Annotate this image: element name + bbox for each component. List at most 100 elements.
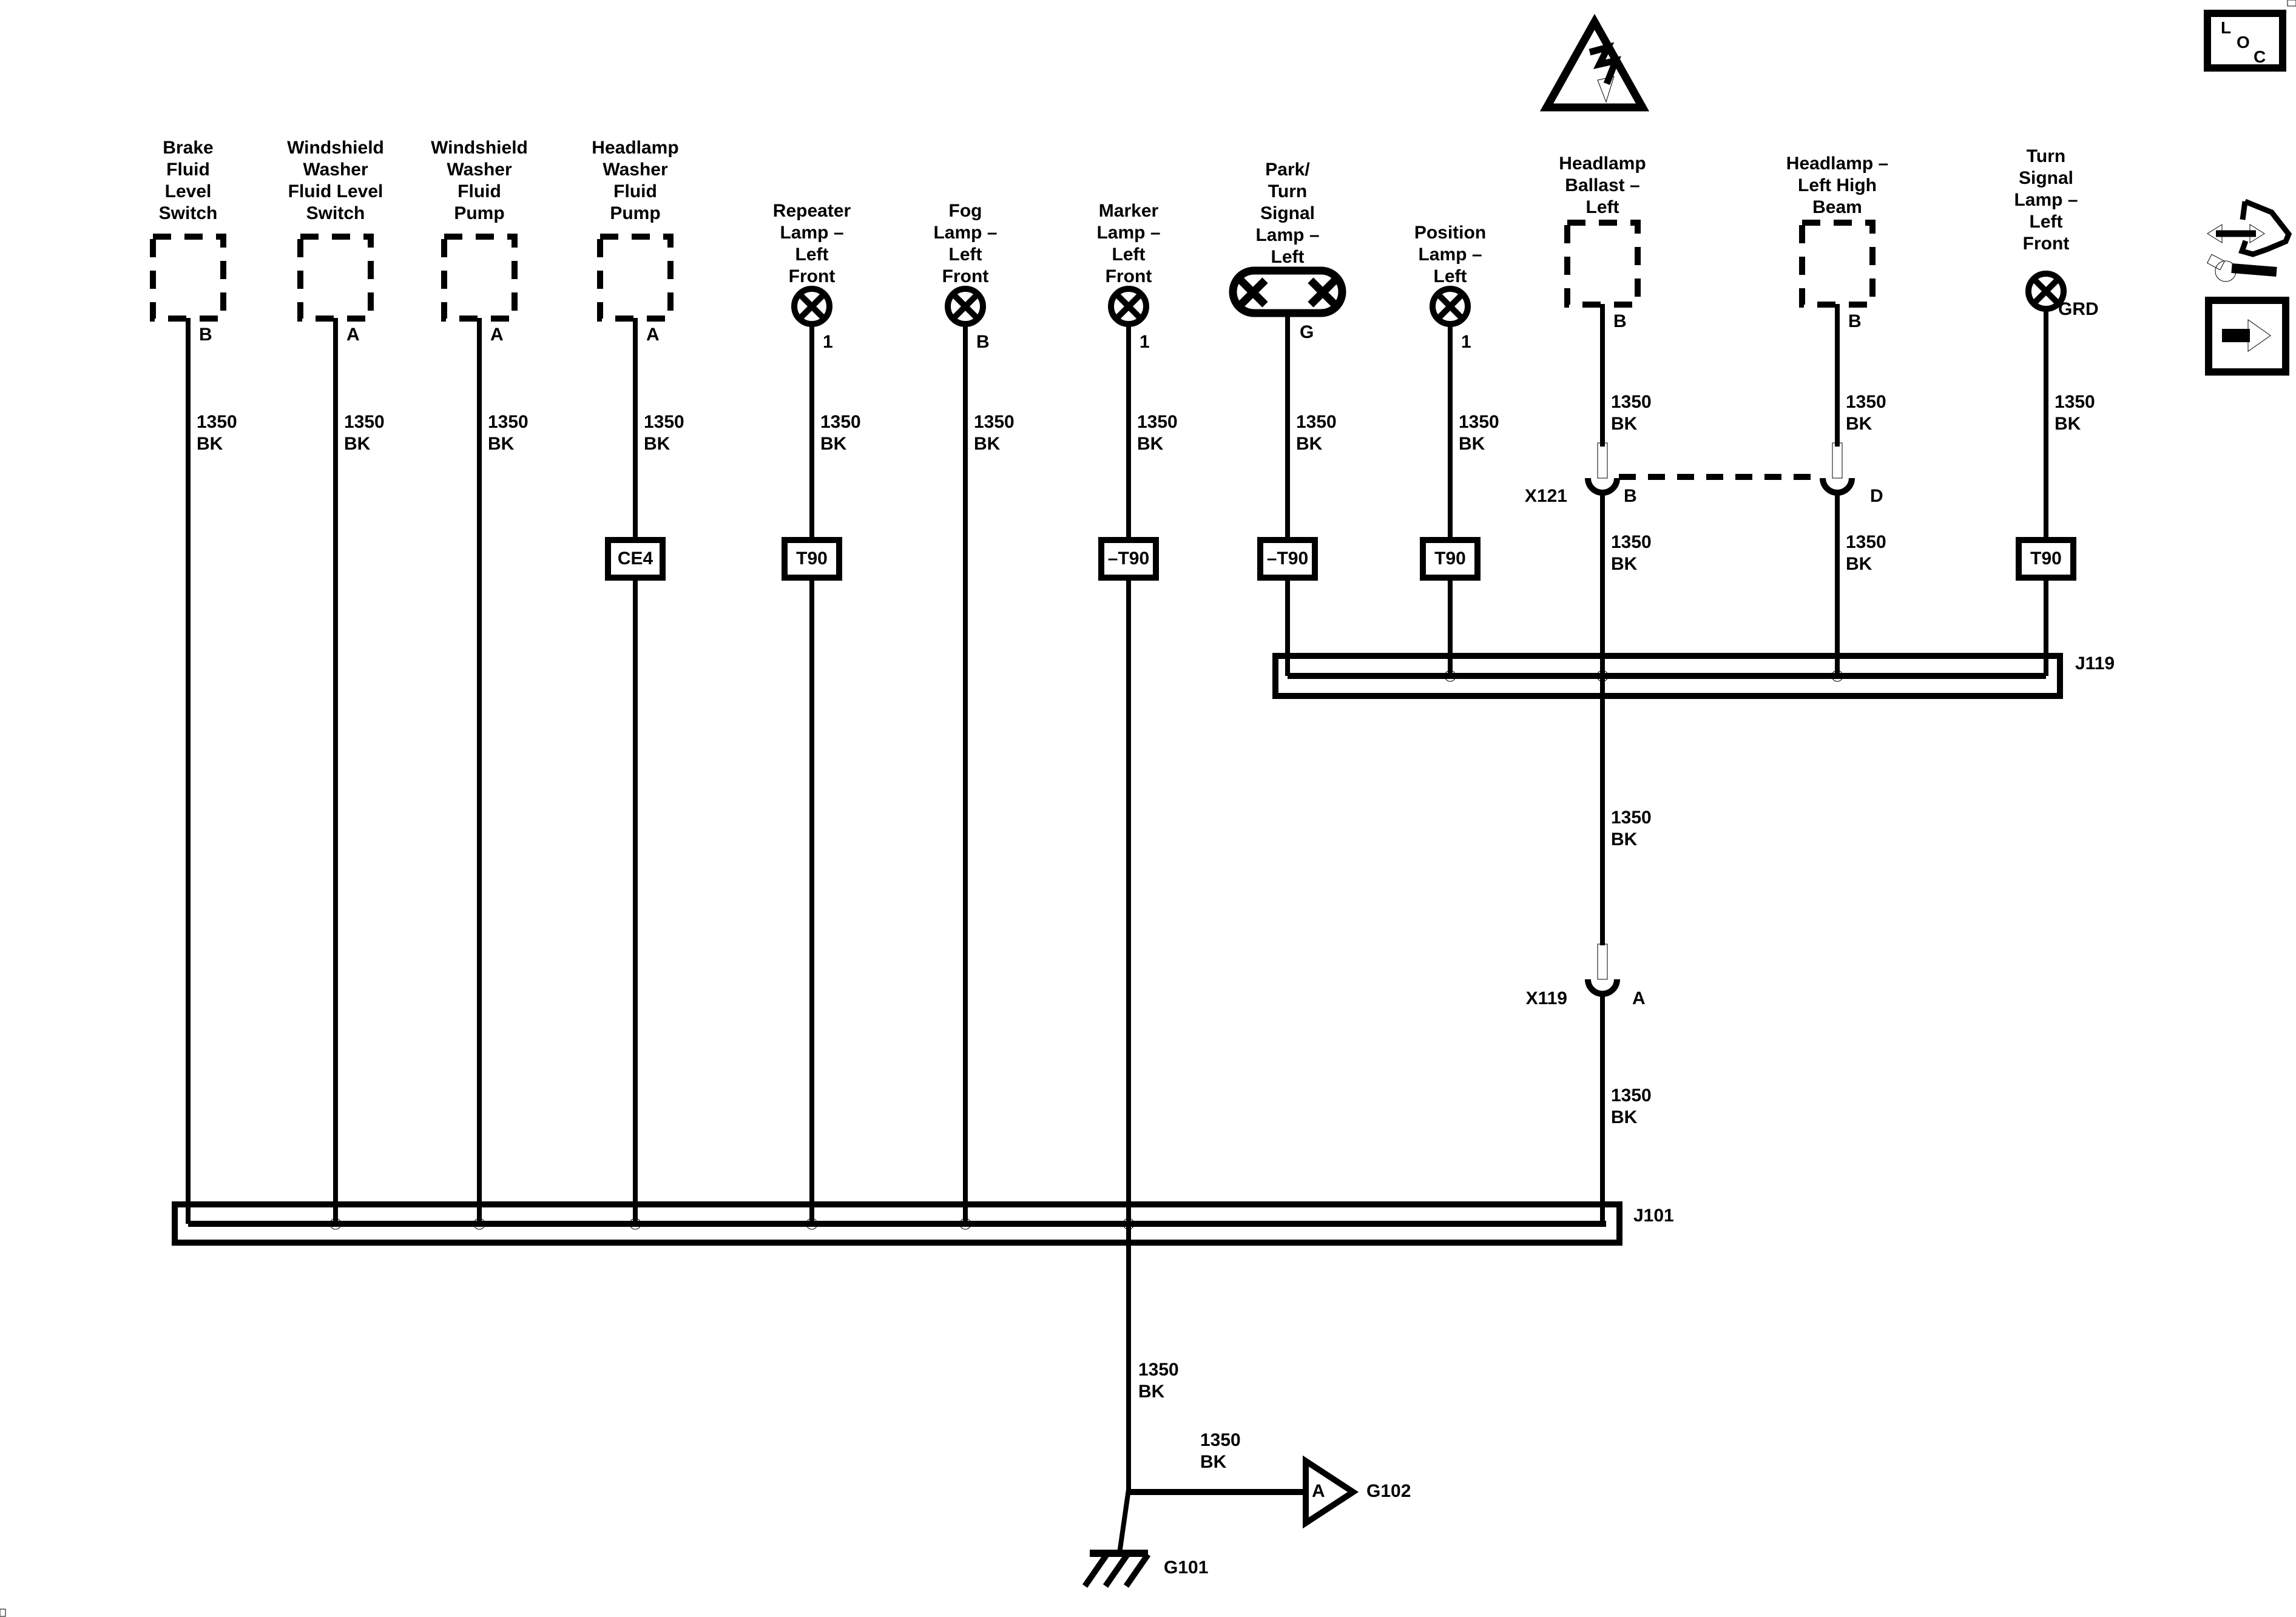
x121-pin-d-blade xyxy=(1832,442,1843,479)
j119-junction-dot xyxy=(1444,670,1456,682)
loc-icon-letter-o: O xyxy=(2237,33,2250,52)
j101-junction-dot xyxy=(473,1218,485,1230)
connector-box-ce4 xyxy=(605,537,666,581)
connector-box-t90-turn-signal xyxy=(2016,537,2076,581)
splice-label-j101: J101 xyxy=(1633,1206,1674,1226)
connector-box-t90-marker xyxy=(1098,537,1159,581)
wire-label: 1350 BK xyxy=(197,412,237,454)
wire-label: 1350 BK xyxy=(1138,1360,1179,1402)
pin-label: B xyxy=(976,332,990,352)
j101-junction-dot xyxy=(1123,1218,1135,1230)
connector-box-label-t90: –T90 xyxy=(1107,549,1150,569)
connector-label-x119: X119 xyxy=(1525,988,1567,1008)
wire-label: 1350 BK xyxy=(1846,532,1886,574)
component-label-windshield-washer-fluid-pump: Windshield Washer Fluid Pump xyxy=(431,138,528,223)
repeater-lamp-icon xyxy=(791,286,832,327)
windshield-washer-fluid-level-switch-symbol xyxy=(297,234,374,322)
loc-icon-box xyxy=(2204,10,2286,72)
x121-pin-b-socket xyxy=(1585,478,1620,496)
pin-label: A xyxy=(490,325,504,345)
service-info-icon xyxy=(2206,198,2292,282)
component-label-position-lamp: Position Lamp – Left xyxy=(1414,223,1487,286)
wire-label: 1350 BK xyxy=(488,412,528,454)
x121-pin-d-socket xyxy=(1820,478,1855,496)
splice-label-j119: J119 xyxy=(2075,653,2115,673)
component-label-headlamp-ballast: Headlamp Ballast – Left xyxy=(1559,154,1646,217)
wire-label: 1350 BK xyxy=(1137,412,1178,454)
connector-box-t90-park-turn xyxy=(1257,537,1318,581)
wire-label: 1350 BK xyxy=(1611,1085,1652,1127)
pin-label: B xyxy=(199,325,212,345)
x119-pin-a-blade xyxy=(1597,944,1608,980)
splice-j119-symbol xyxy=(1272,653,2063,699)
pin-label: G xyxy=(1300,322,1314,342)
wrench-handle xyxy=(2231,263,2277,277)
page-corner-mark-top-right xyxy=(2287,0,2296,7)
wrench-jaw-notch xyxy=(2206,254,2226,271)
j119-outline xyxy=(1272,653,2063,699)
wire-label: 1350 BK xyxy=(344,412,385,454)
component-label-fog-lamp: Fog Lamp – Left Front xyxy=(933,201,998,286)
j119-junction-dot xyxy=(1596,670,1609,682)
component-label-turn-signal-lamp: Turn Signal Lamp – Left Front xyxy=(2014,146,2078,254)
wire-label: 1350 BK xyxy=(2055,392,2095,434)
component-label-repeater-lamp: Repeater Lamp – Left Front xyxy=(772,201,851,286)
connector-box-t90-repeater xyxy=(782,537,842,581)
wire-label: 1350 BK xyxy=(1200,1430,1241,1472)
connector-pin-label-d: D xyxy=(1870,486,1883,506)
pin-label: B xyxy=(1613,311,1627,331)
ground-label-g102: G102 xyxy=(1366,1481,1411,1501)
pin-label: 1 xyxy=(1461,332,1471,352)
pin-label-grd: GRD xyxy=(2058,299,2099,319)
windshield-washer-fluid-pump-symbol xyxy=(441,234,518,322)
headlamp-ballast-left-symbol xyxy=(1564,220,1641,308)
pin-label: A xyxy=(346,325,360,345)
component-label-park-turn-signal-lamp: Park/ Turn Signal Lamp – Left xyxy=(1255,160,1320,267)
page-corner-mark-bottom-left xyxy=(0,1609,6,1617)
high-voltage-warning-icon xyxy=(1539,13,1650,112)
wire-label: 1350 BK xyxy=(820,412,861,454)
connector-box-t90-position xyxy=(1420,537,1481,581)
offpage-g102-arrow xyxy=(1303,1455,1359,1529)
connector-x121-symbol xyxy=(1585,442,1855,496)
connector-x119-symbol xyxy=(1585,944,1620,997)
j101-junction-dot xyxy=(329,1218,342,1230)
component-label-windshield-washer-fluid-level-switch: Windshield Washer Fluid Level Switch xyxy=(287,138,384,223)
connector-box-label-t90: T90 xyxy=(1434,549,1466,569)
component-label-headlamp-washer-fluid-pump: Headlamp Washer Fluid Pump xyxy=(592,138,679,223)
splice-j101-symbol xyxy=(172,1201,1622,1246)
j101-junction-dot xyxy=(959,1218,971,1230)
connector-label-x121: X121 xyxy=(1524,486,1567,506)
connector-box-label-ce4: CE4 xyxy=(617,549,653,569)
headlamp-washer-fluid-pump-symbol xyxy=(597,234,674,322)
j119-junction-dot xyxy=(1831,670,1843,682)
connector-box-label-t90: T90 xyxy=(2030,549,2062,569)
wire-label: 1350 BK xyxy=(1846,392,1886,434)
high-voltage-bolt-icon xyxy=(1589,42,1621,86)
pin-label: 1 xyxy=(1140,332,1150,352)
marker-lamp-icon xyxy=(1108,286,1149,327)
wire-label: 1350 BK xyxy=(1611,392,1652,434)
component-label-brake-fluid-level-switch: Brake Fluid Level Switch xyxy=(158,138,218,223)
connector-box-label-t90: T90 xyxy=(796,549,828,569)
wire-label: 1350 BK xyxy=(644,412,684,454)
j101-junction-dot xyxy=(629,1218,641,1230)
wire-label: 1350 BK xyxy=(1611,808,1652,849)
outline-arrow-shape xyxy=(2238,198,2292,257)
ground-label-g101: G101 xyxy=(1164,1558,1209,1578)
connector-pin-label-b: B xyxy=(1624,486,1637,506)
j101-junction-dot xyxy=(806,1218,818,1230)
pin-label: B xyxy=(1848,311,1862,331)
wire-g101-drop xyxy=(1117,1489,1131,1554)
double-arrow-right-head xyxy=(2249,224,2265,243)
wire-label: 1350 BK xyxy=(1296,412,1337,454)
wire-label: 1350 BK xyxy=(1459,412,1499,454)
x119-pin-a-socket xyxy=(1585,979,1620,997)
loc-icon-letter-c: C xyxy=(2254,47,2266,66)
park-turn-dual-lamp-icon xyxy=(1229,266,1346,317)
connector-box-label-t90: –T90 xyxy=(1266,549,1309,569)
component-label-headlamp-high-beam: Headlamp – Left High Beam xyxy=(1786,154,1889,217)
position-lamp-icon xyxy=(1430,286,1471,327)
